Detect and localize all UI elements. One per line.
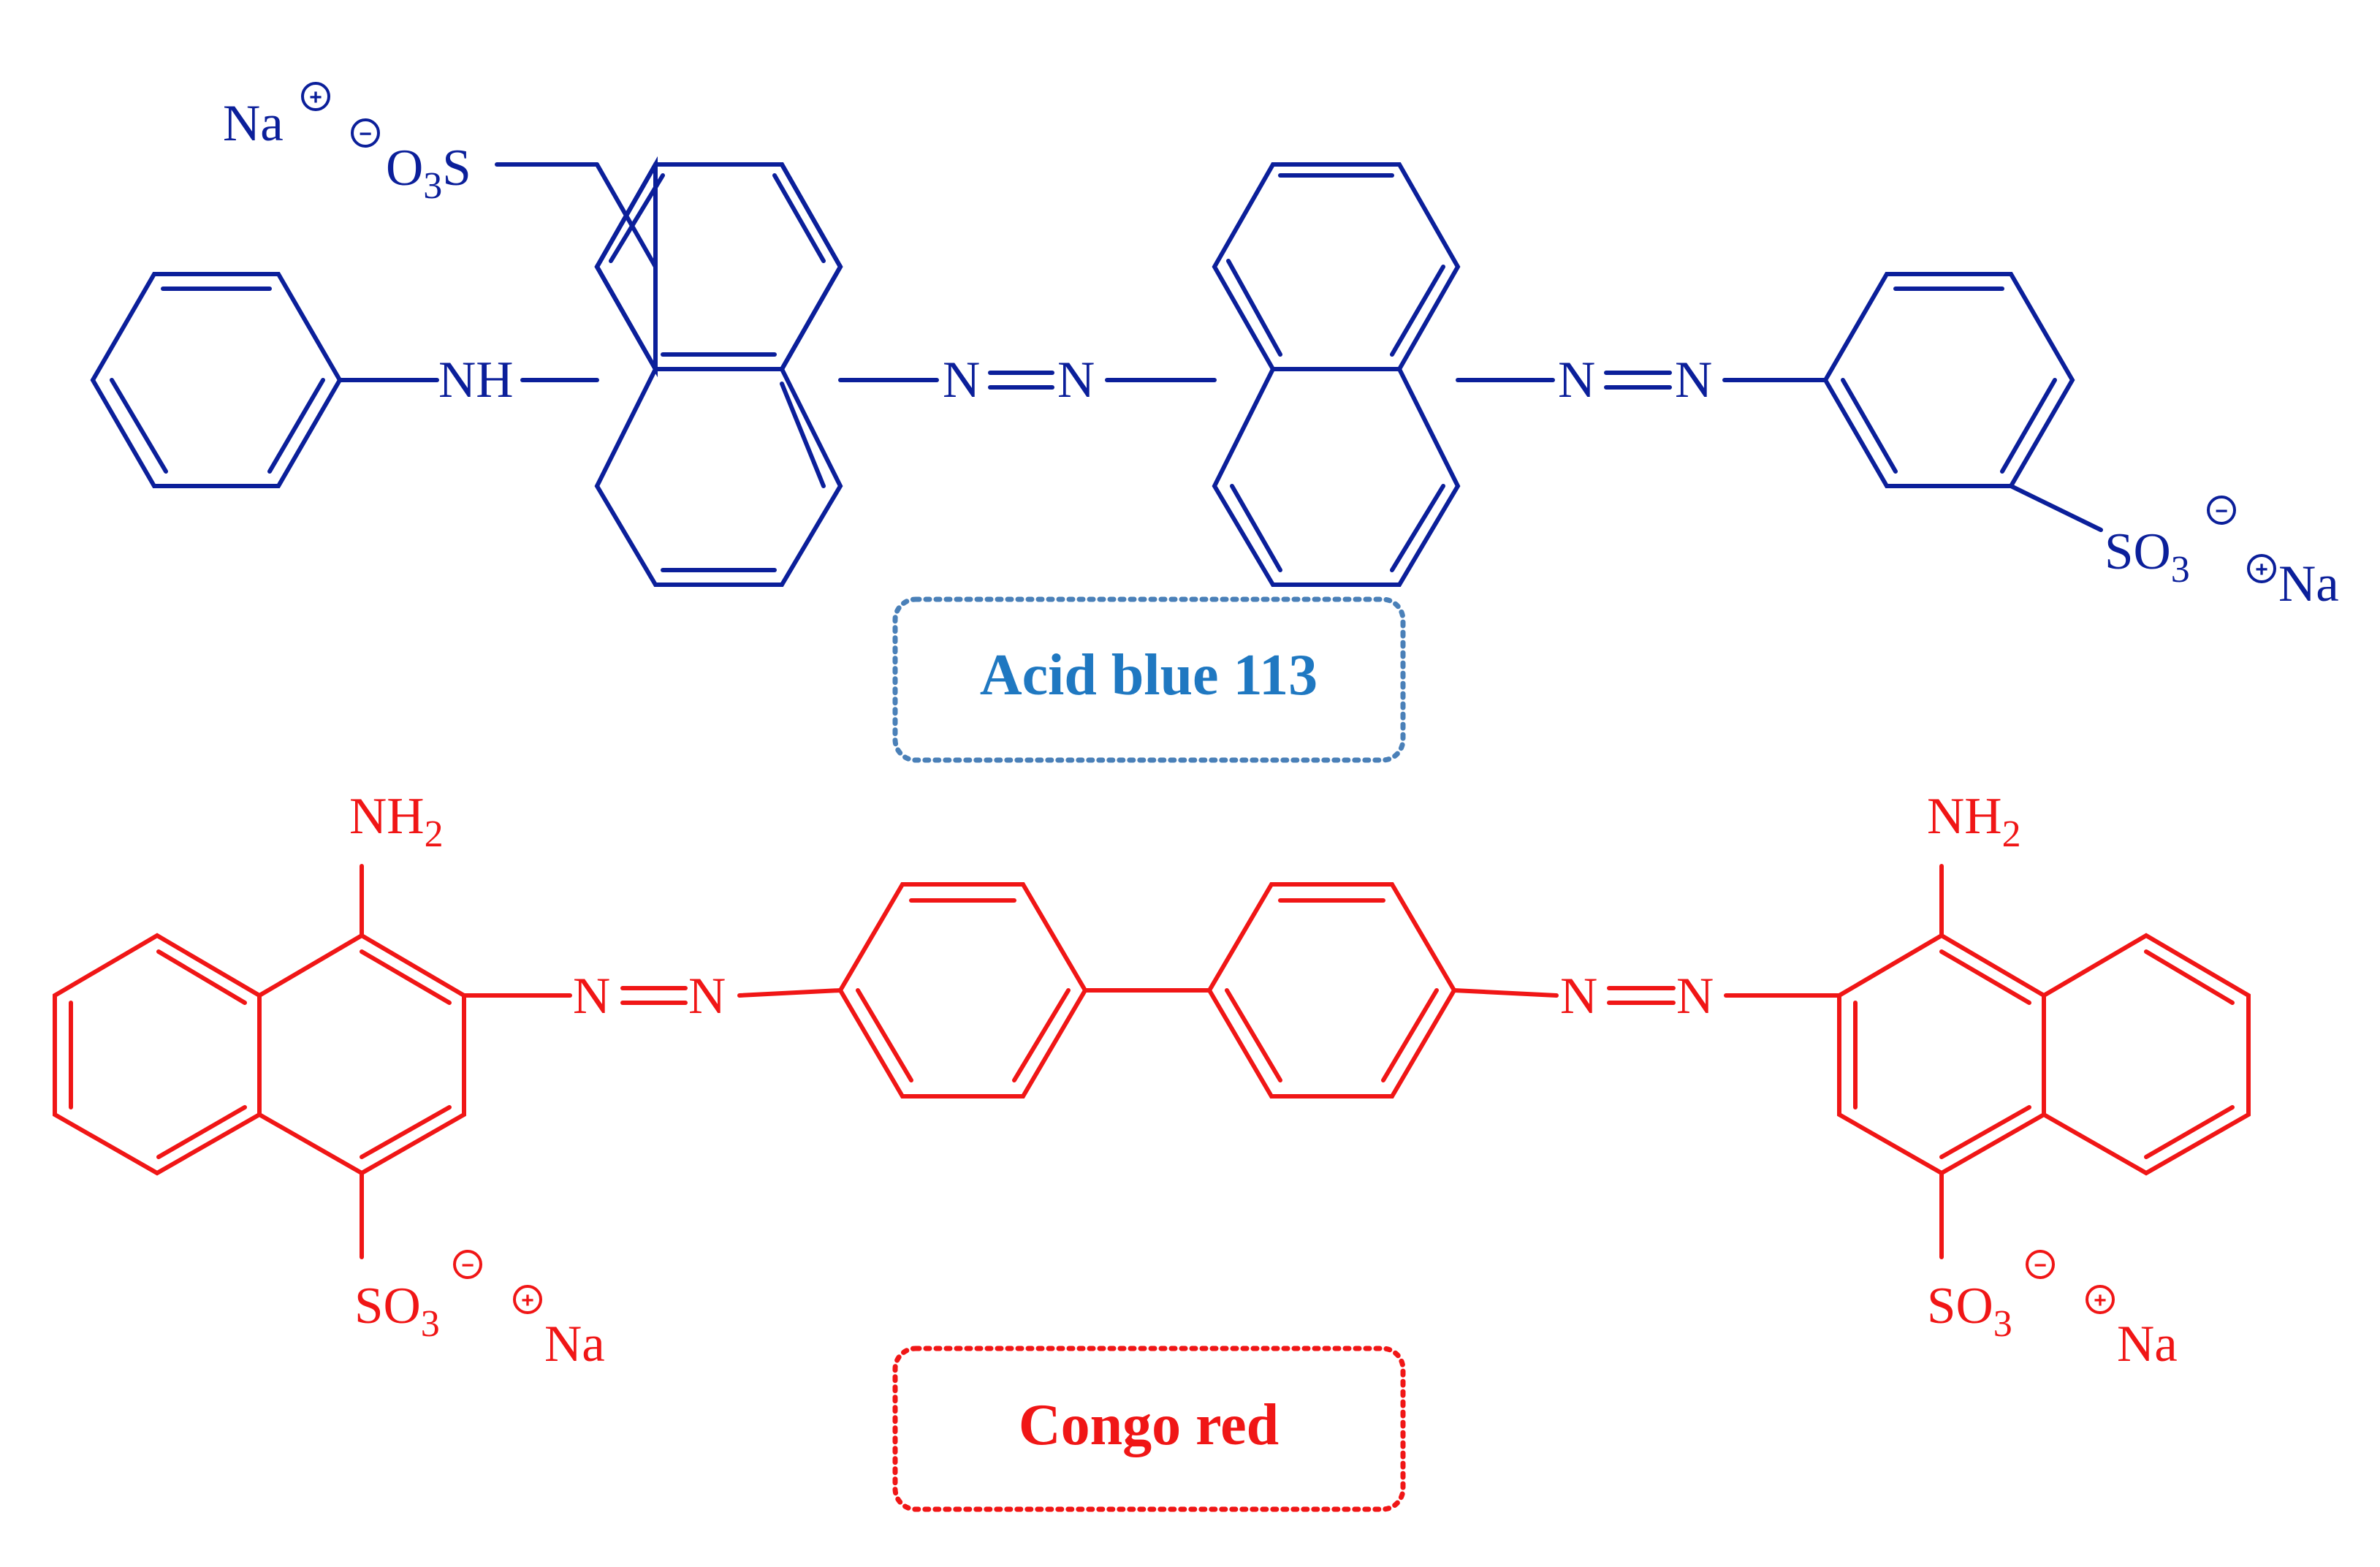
bond-ring-azo-right: [1452, 988, 1559, 998]
congo-biphenyl-ring-2: [1206, 882, 1457, 1099]
so3-right-anion: −: [2026, 1250, 2055, 1279]
na-right-label: Na: [2278, 555, 2339, 612]
so3-left-anion: −: [453, 1250, 482, 1279]
na-left-cation: +: [513, 1285, 542, 1314]
acid-blue-naphthalene-1: [594, 156, 843, 587]
svg-text:−: −: [359, 122, 372, 146]
o3s-anion: −: [351, 118, 380, 148]
o3s-label: O3S: [386, 140, 471, 207]
so3-right-label: SO3: [2105, 523, 2190, 591]
azo-right-n1-label: N: [1560, 968, 1597, 1025]
congo-red-caption: Congo red: [892, 1346, 1406, 1512]
na-right-cation: +: [2086, 1285, 2115, 1314]
bond-phenyl-so3: [2009, 484, 2103, 532]
svg-text:−: −: [2034, 1253, 2047, 1278]
svg-text:+: +: [521, 1289, 534, 1313]
azo2-n1-label: N: [1558, 352, 1595, 409]
congo-red-labels: NH2 NH2 N N N N SO3 − + Na SO3 − + Na: [349, 788, 2178, 1373]
nh-label: NH: [438, 352, 514, 409]
svg-text:+: +: [2094, 1289, 2107, 1313]
nh2-left-label: NH2: [349, 788, 444, 855]
so3-right-label: SO3: [1927, 1278, 2012, 1345]
acid-blue-labels: Na + − O3S NH N N N N SO3 − + Na: [223, 82, 2339, 612]
bond-so3-to-ring: [595, 162, 658, 269]
na-right-label: Na: [2117, 1316, 2178, 1373]
na-right-cation: +: [2247, 554, 2276, 583]
congo-right-naphthalene: [1837, 933, 2251, 1176]
azo-right-n2-label: N: [1676, 968, 1714, 1025]
congo-left-naphthalene: [53, 933, 466, 1176]
acid-blue-naphthalene-2: [1212, 162, 1461, 587]
svg-text:+: +: [2255, 558, 2268, 582]
acid-blue-caption: Acid blue 113: [892, 596, 1406, 763]
so3-right-anion: −: [2207, 496, 2236, 525]
so3-left-label: SO3: [354, 1278, 440, 1345]
azo1-n2-label: N: [1057, 352, 1095, 409]
azo1-n1-label: N: [943, 352, 980, 409]
acid-blue-phenyl-ring: [90, 272, 343, 488]
acid-blue-name: Acid blue 113: [980, 643, 1318, 707]
na-left-label: Na: [544, 1316, 605, 1373]
na-left-label: Na: [223, 95, 284, 152]
congo-red-structure: [53, 864, 2251, 1259]
acid-blue-113-structure: [90, 156, 2103, 587]
congo-biphenyl-ring-1: [837, 882, 1088, 1099]
svg-text:+: +: [309, 86, 322, 110]
acid-blue-sulfophenyl-ring: [1822, 272, 2075, 488]
azo-left-n2-label: N: [688, 968, 726, 1025]
na-left-cation: +: [301, 82, 330, 111]
svg-text:−: −: [461, 1253, 474, 1278]
nh2-right-label: NH2: [1927, 788, 2021, 855]
azo-left-n1-label: N: [573, 968, 610, 1025]
azo2-n2-label: N: [1675, 352, 1712, 409]
bond-azo-left-ring: [737, 988, 843, 998]
svg-text:−: −: [2215, 499, 2228, 523]
congo-red-name: Congo red: [1019, 1393, 1279, 1457]
